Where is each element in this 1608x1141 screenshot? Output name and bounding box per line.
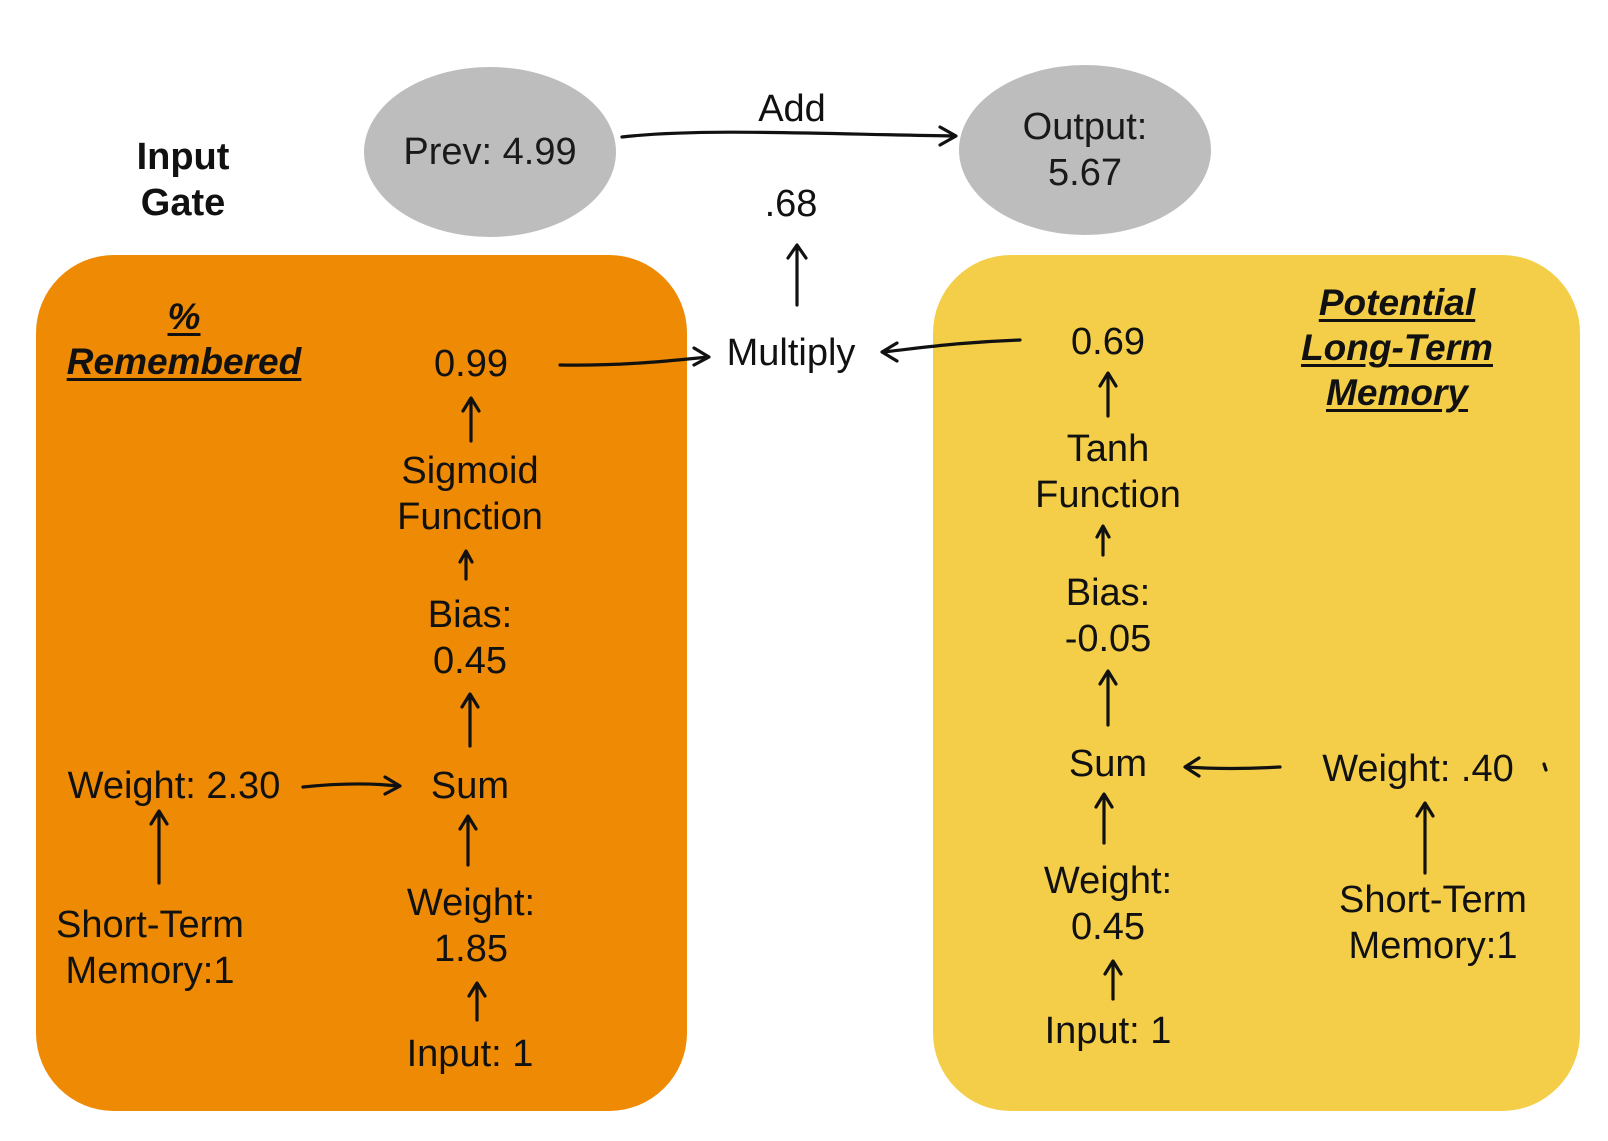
product-value: .68 <box>764 183 818 225</box>
potential-memory-panel <box>933 255 1580 1111</box>
left-input-label: Input: 1 <box>406 1033 534 1075</box>
add-arrow <box>620 130 957 139</box>
multiply-up-arrowhead <box>786 243 808 260</box>
left-to-multiply-arrowhead <box>692 346 711 367</box>
potential-memory-result: 0.69 <box>1071 321 1145 363</box>
right-to-multiply-arrowhead <box>880 341 899 363</box>
left-short-term-memory: Short-Term Memory:1 <box>56 904 244 993</box>
output-node: Output: 5.67 <box>959 65 1211 235</box>
left-stm-weight-label: Weight: 2.30 <box>67 765 281 807</box>
remembered-result: 0.99 <box>434 343 508 385</box>
potential-memory-title: Potential Long-Term Memory <box>1301 282 1493 414</box>
tanh-function-label: Tanh Function <box>1035 428 1181 517</box>
input-gate-title: Input Gate <box>136 136 230 225</box>
add-label: Add <box>758 88 826 130</box>
right-bias-label: Bias: -0.05 <box>1064 572 1152 661</box>
left-sum-label: Sum <box>430 765 510 807</box>
left-input-weight-label: Weight: 1.85 <box>406 882 536 971</box>
output-label: Output: <box>1022 105 1148 148</box>
prev-label: Prev: 4.99 <box>403 130 577 173</box>
right-short-term-memory: Short-Term Memory:1 <box>1339 879 1527 968</box>
right-input-weight-label: Weight: 0.45 <box>1043 860 1173 949</box>
right-input-label: Input: 1 <box>1044 1010 1172 1052</box>
sigmoid-function-label: Sigmoid Function <box>397 450 543 539</box>
add-arrowhead <box>938 125 958 147</box>
right-stm-weight-label: Weight: .40 <box>1322 748 1514 790</box>
left-bias-label: Bias: 0.45 <box>427 594 513 683</box>
remembered-title: % Remembered <box>66 296 302 383</box>
prev-node: Prev: 4.99 <box>364 67 616 237</box>
multiply-label: Multiply <box>726 332 856 374</box>
output-value: 5.67 <box>1048 152 1122 194</box>
remembered-panel <box>36 255 687 1111</box>
right-sum-label: Sum <box>1068 743 1148 785</box>
